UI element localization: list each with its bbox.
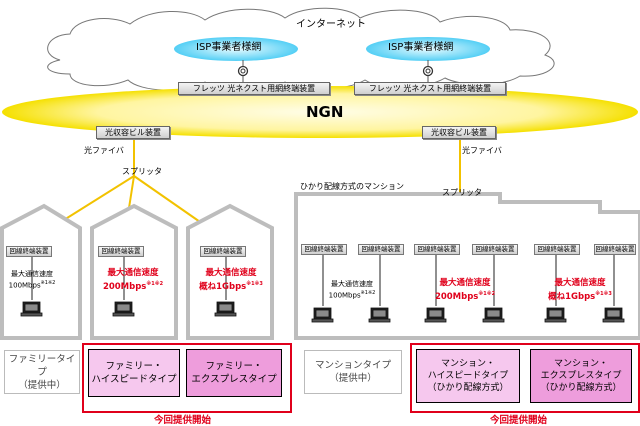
house-2-speed: 最大通信速度 200Mbps※1※2: [102, 268, 164, 292]
line-terminal-mansion-6: 回線終端装置: [594, 244, 636, 255]
mansion-outline: [294, 192, 640, 340]
house-3-speed: 最大通信速度 概ね1Gbps※1※3: [199, 268, 263, 292]
line-terminal-mansion-5: 回線終端装置: [534, 244, 580, 255]
line-terminal-house-1: 回線終端装置: [6, 246, 52, 257]
mansion-label: ひかり配線方式のマンション: [300, 182, 404, 191]
isp-right-ellipse: [366, 37, 490, 61]
splitter-left-label: スプリッタ: [122, 167, 162, 176]
device-links: [31, 255, 615, 306]
line-terminal-mansion-1: 回線終端装置: [301, 244, 347, 255]
fiber-left-label: 光ファイバ: [84, 146, 124, 155]
flets-terminal-right: フレッツ 光ネクスト用網終端装置: [354, 82, 506, 95]
house-1-speed: 最大通信速度 100Mbps※1※2: [8, 270, 56, 290]
internet-label: インターネット: [296, 19, 366, 30]
isp-left-label: ISP事業者様網: [196, 42, 262, 53]
line-terminal-mansion-2: 回線終端装置: [358, 244, 404, 255]
new-start-left: 今回提供開始: [154, 415, 212, 426]
line-terminal-mansion-4: 回線終端装置: [472, 244, 518, 255]
ngn-ellipse: [2, 86, 638, 138]
house-outlines: [0, 203, 274, 340]
new-start-right: 今回提供開始: [490, 415, 548, 426]
ngn-label: NGN: [306, 103, 344, 121]
isp-left-ellipse: [174, 37, 298, 61]
line-terminal-house-3: 回線終端装置: [200, 246, 246, 257]
mansion-speed-3: 最大通信速度 概ね1Gbps※1※3: [548, 278, 612, 302]
plan-family: ファミリータイプ（提供中）: [4, 350, 80, 394]
line-terminal-house-2: 回線終端装置: [98, 246, 144, 257]
fiber-right-label: 光ファイバ: [462, 146, 502, 155]
flets-terminal-left: フレッツ 光ネクスト用網終端装置: [178, 82, 330, 95]
plan-mansion: マンションタイプ（提供中）: [304, 350, 402, 394]
plan-family-highspeed: ファミリー・ハイスピードタイプ: [88, 349, 180, 397]
optical-building-left: 光収容ビル装置: [96, 126, 170, 139]
new-offering-frame-left: [82, 343, 292, 413]
mansion-speed-1: 最大通信速度 100Mbps※1※2: [328, 280, 376, 300]
splitter-right-label: スプリッタ: [442, 188, 482, 197]
plan-family-express: ファミリー・エクスプレスタイプ: [186, 349, 282, 397]
plan-mansion-express: マンション・エクスプレスタイプ（ひかり配線方式）: [530, 349, 632, 403]
mansion-speed-2: 最大通信速度 200Mbps※1※2: [434, 278, 496, 302]
line-terminal-mansion-3: 回線終端装置: [414, 244, 460, 255]
laptop-icons: [20, 301, 625, 323]
plan-mansion-highspeed: マンション・ハイスピードタイプ（ひかり配線方式）: [416, 349, 520, 403]
optical-building-right: 光収容ビル装置: [422, 126, 496, 139]
isp-right-label: ISP事業者様網: [388, 42, 454, 53]
new-offering-frame-right: [410, 343, 640, 413]
